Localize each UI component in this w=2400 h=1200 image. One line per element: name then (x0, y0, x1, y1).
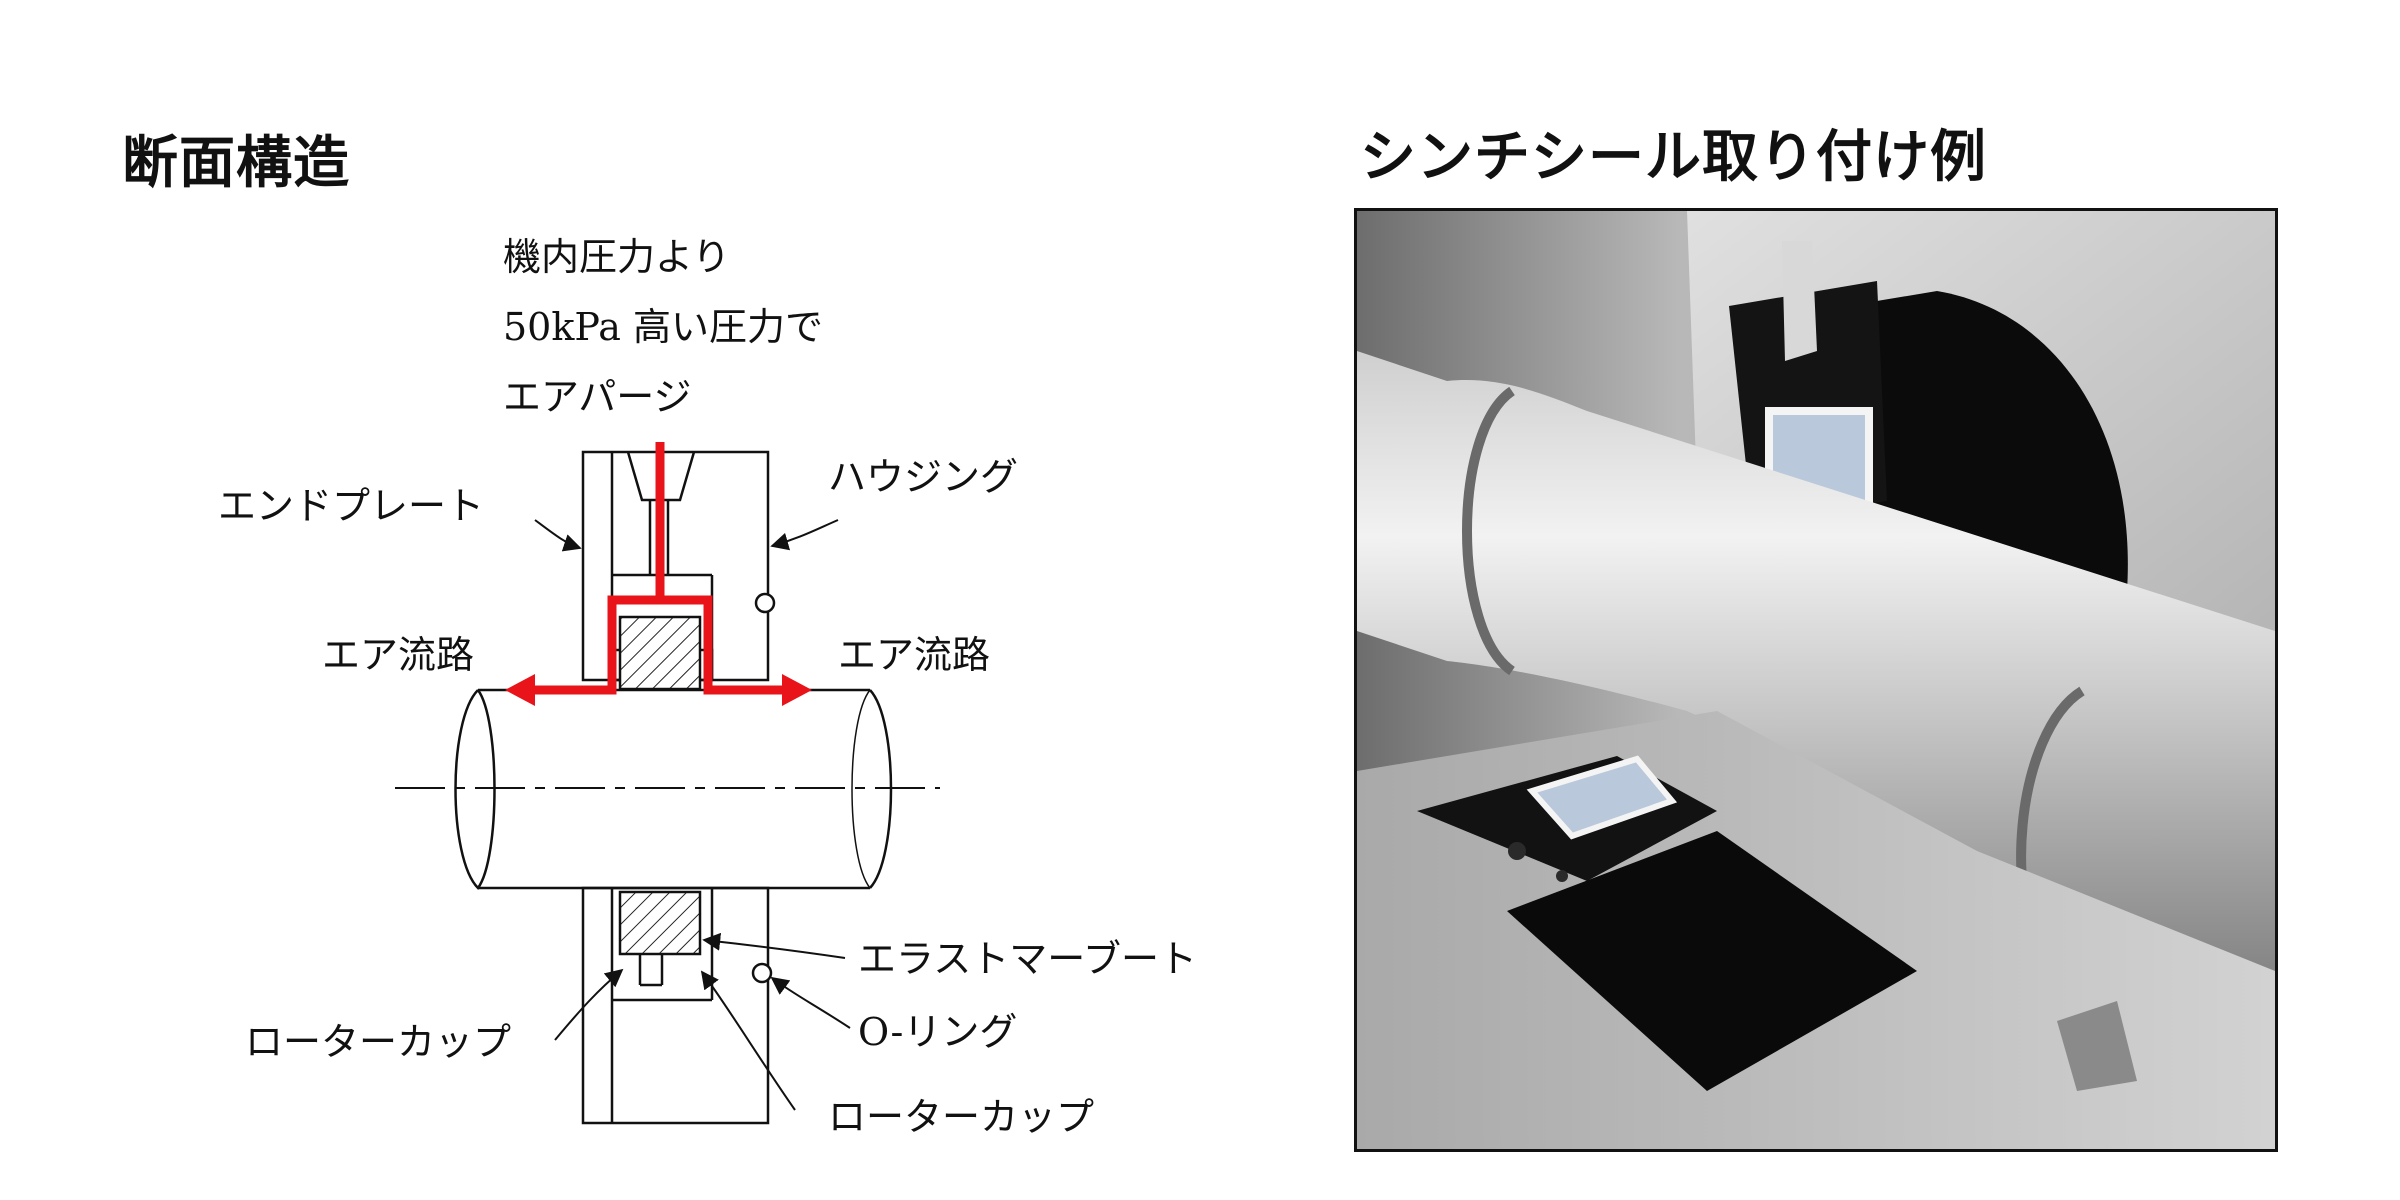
upper-pin (1782, 241, 1817, 361)
cross-section-diagram: 機内圧力より 50kPa 高い圧力で エアパージ (218, 235, 1197, 1139)
air-flow-path (520, 442, 795, 695)
bolt-hole-1 (1508, 842, 1526, 860)
shaft-body (1357, 351, 2275, 971)
air-flow-arrow-right (782, 674, 812, 706)
bolt-hole-2 (1556, 870, 1568, 882)
rotor-cup-left-label: ローターカップ (245, 1020, 511, 1064)
shaft-groove-left (1462, 386, 1516, 676)
lower-dark-channel (1507, 831, 1917, 1091)
elastomer-boot-label: エラストマーブート (858, 937, 1197, 981)
o-ring-label: O-リング (858, 1010, 1017, 1054)
cross-section-heading: 断面構造 (122, 131, 350, 196)
rotor-cup-left-leader (554, 968, 624, 1041)
lower-elastomer-boot (618, 890, 702, 956)
air-path-left-label: エア流路 (322, 633, 474, 677)
shaft (395, 688, 940, 890)
air-path-right-label: エア流路 (838, 633, 990, 677)
purge-note-line-2: 50kPa 高い圧力で (503, 305, 823, 349)
rotor-cup-bottom-label: ローターカップ (828, 1095, 1094, 1139)
end-plate-label: エンドプレート (218, 484, 484, 528)
rotor-cup-bottom-leader (700, 970, 796, 1111)
upper-elastomer-boot (618, 615, 702, 691)
installation-example-heading: シンチシール取り付け例 (1360, 125, 1987, 190)
purge-note-line-3: エアパージ (503, 375, 691, 419)
lower-seal-face (1526, 755, 1678, 840)
lower-notch (2057, 1001, 2137, 1091)
installation-example-image (1354, 208, 2278, 1152)
purge-note-line-1: 機内圧力より (503, 235, 730, 279)
housing-leader (770, 519, 839, 551)
air-flow-arrow-left (505, 674, 535, 706)
elastomer-boot-leader (702, 932, 846, 959)
end-plate-leader (534, 519, 582, 552)
housing-label: ハウジング (828, 455, 1018, 499)
lower-seal-assembly (581, 886, 773, 1125)
o-ring-leader (770, 976, 851, 1029)
